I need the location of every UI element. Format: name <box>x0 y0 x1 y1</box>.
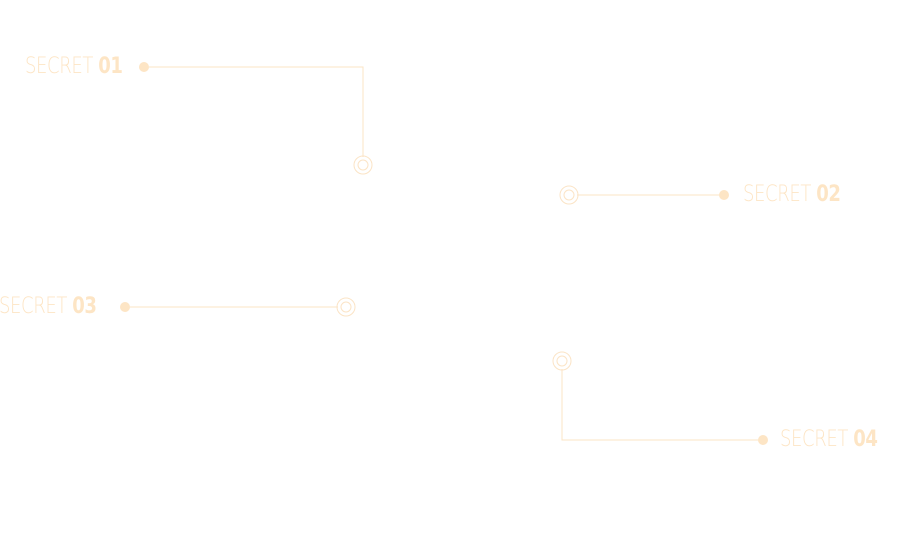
callout-1-target-inner <box>357 159 369 171</box>
callout-4-target-outer <box>552 351 572 371</box>
callout-1-target-outer <box>353 155 373 175</box>
callout-2-target-outer <box>559 185 579 205</box>
callout-3-number: 03 <box>72 294 97 319</box>
callout-1-label: SECRET 01 <box>25 55 123 79</box>
callout-3-dot <box>120 302 130 312</box>
callout-2-word: SECRET <box>743 182 811 207</box>
callout-1-number: 01 <box>98 54 123 79</box>
callout-3-word: SECRET <box>0 294 67 319</box>
callout-3-label: SECRET 03 <box>0 295 97 319</box>
callout-2-target-inner <box>563 189 575 201</box>
callout-1-line <box>149 66 364 157</box>
callout-4-target-inner <box>556 355 568 367</box>
callout-2-number: 02 <box>816 182 841 207</box>
callout-3-target-outer <box>336 297 356 317</box>
callout-4-line <box>561 369 760 441</box>
callout-2-dot <box>719 190 729 200</box>
callout-1-word: SECRET <box>25 54 93 79</box>
callout-2-label: SECRET 02 <box>743 183 841 207</box>
callout-4-label: SECRET 04 <box>780 428 878 452</box>
callout-4-number: 04 <box>853 427 878 452</box>
callout-3-target-inner <box>340 301 352 313</box>
callout-4-dot <box>758 435 768 445</box>
callout-1-dot <box>139 62 149 72</box>
callout-4-word: SECRET <box>780 427 848 452</box>
